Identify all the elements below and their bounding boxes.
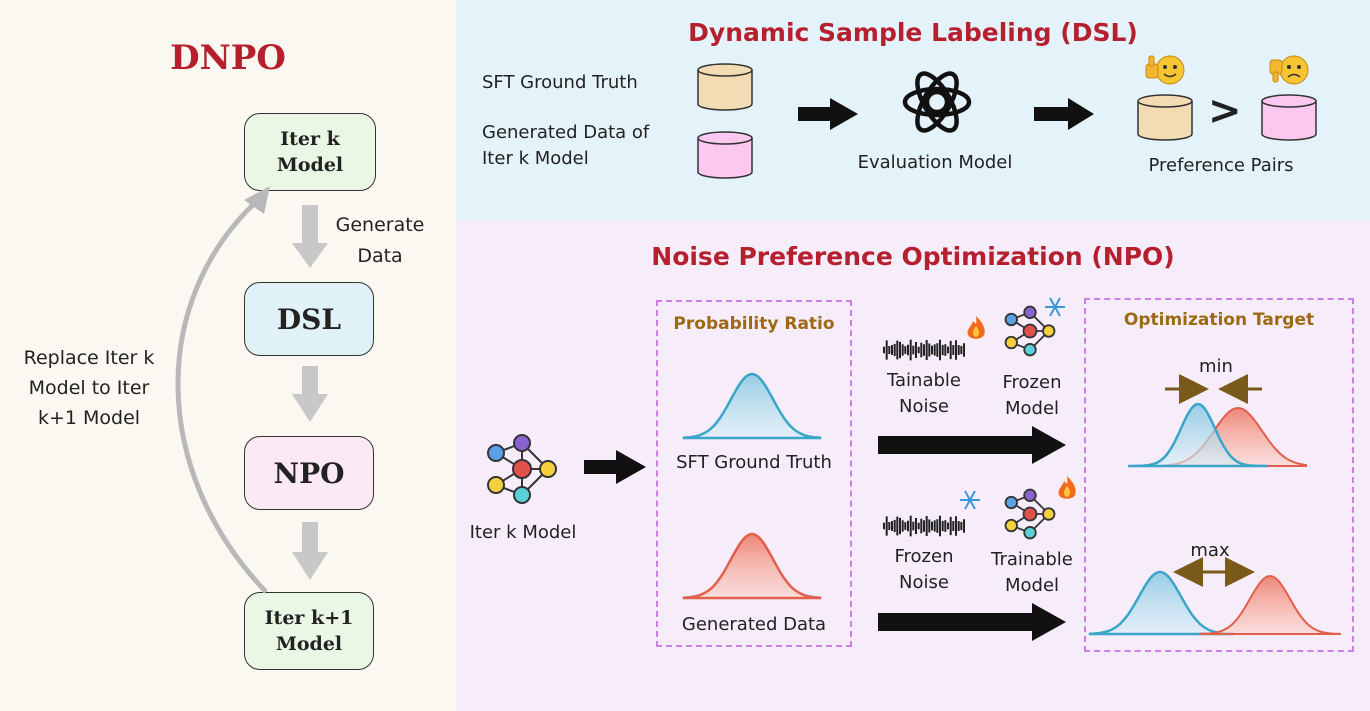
dsl-arrow-1	[798, 98, 858, 130]
dnpo-title: DNPO	[170, 38, 286, 78]
waveform-icon	[883, 339, 965, 361]
npo-sft-label: SFT Ground Truth	[676, 452, 832, 473]
frozen-noise-label: Frozen Noise	[894, 546, 954, 593]
dsl-generated-label: Generated Data of Iter k Model	[482, 122, 650, 169]
iter-k-model-label: Iter k Model	[469, 522, 577, 543]
trainable-model-label: Trainable Model	[991, 549, 1073, 596]
sft-distribution-curve	[682, 372, 822, 440]
replace-curve-arrowhead	[244, 186, 270, 214]
sft-to-target-arrow	[878, 426, 1066, 464]
iter-k-model-box: Iter k Model	[244, 113, 376, 191]
dsl-title: Dynamic Sample Labeling (DSL)	[688, 18, 1138, 47]
snowflake-icon	[960, 490, 980, 510]
max-red-distribution-curve	[1199, 574, 1341, 635]
thumbs-down-emoji-icon	[1269, 55, 1309, 85]
iter-k-neural-network-icon	[487, 434, 557, 504]
generated-to-target-arrow	[878, 603, 1066, 641]
optimization-target-title: Optimization Target	[1123, 310, 1315, 330]
dsl-arrow-2	[1034, 98, 1094, 130]
flow-down-arrow-2	[292, 366, 328, 422]
fire-icon	[967, 316, 985, 339]
npo-title: Noise Preference Optimization (NPO)	[651, 242, 1175, 271]
preference-pairs-label: Preference Pairs	[1148, 155, 1294, 176]
trainable-model-network-icon	[1004, 488, 1056, 540]
npo-box: NPO	[244, 436, 374, 510]
pair-generated-cylinder-icon	[1261, 94, 1317, 141]
frozen-model-label: Frozen Model	[1002, 372, 1062, 419]
dnpo-flow-panel: DNPO Iter k Model DSL NPO Iter k+1 Model…	[0, 0, 456, 711]
fire-icon	[1058, 476, 1076, 499]
sft-cylinder-icon	[697, 63, 753, 111]
min-blue-distribution-curve	[1128, 402, 1268, 468]
replace-curve-arrow	[175, 198, 268, 594]
max-blue-distribution-curve	[1088, 570, 1234, 636]
generated-cylinder-icon	[697, 131, 753, 179]
greater-than-symbol: >	[1208, 88, 1242, 134]
thumbs-up-emoji-icon	[1145, 55, 1185, 85]
iter-k1-model-box: Iter k+1 Model	[244, 592, 374, 670]
probability-ratio-title: Probability Ratio	[673, 314, 835, 334]
dsl-sft-label: SFT Ground Truth	[482, 72, 638, 93]
frozen-model-network-icon	[1004, 305, 1056, 357]
replace-label: Replace Iter k Model to Iter k+1 Model	[23, 347, 155, 429]
pair-sft-cylinder-icon	[1137, 94, 1193, 141]
probability-ratio-box	[656, 300, 852, 647]
evaluation-model-label: Evaluation Model	[857, 152, 1013, 173]
dsl-box: DSL	[244, 282, 374, 356]
optimization-target-box	[1084, 298, 1354, 652]
max-label: max	[1190, 540, 1230, 561]
trainable-noise-label: Tainable Noise	[887, 370, 961, 417]
generated-distribution-curve	[682, 532, 822, 600]
npo-generated-label: Generated Data	[681, 614, 827, 635]
generate-data-label: Generate Data	[335, 214, 425, 267]
flow-down-arrow-3	[292, 522, 328, 580]
iter-k-to-ratio-arrow	[584, 450, 646, 484]
min-label: min	[1199, 356, 1233, 377]
waveform-icon	[883, 515, 965, 537]
openai-logo-icon	[902, 71, 972, 133]
snowflake-icon	[1045, 297, 1065, 317]
flow-down-arrow-1	[292, 205, 328, 268]
